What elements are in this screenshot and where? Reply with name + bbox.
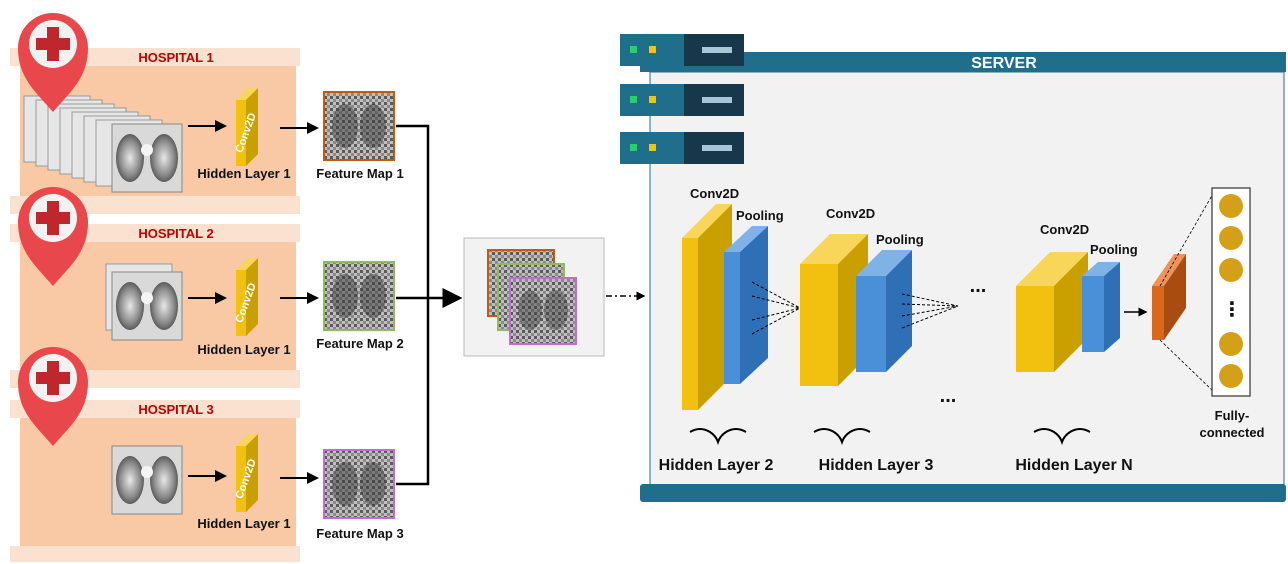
pool-layer-2 [724,252,740,384]
ct-scan-stack-3 [111,445,183,515]
hidden-layer-label-h3: Hidden Layer 1 [197,516,290,531]
ct-scan-stack-1 [23,95,183,193]
conv-layer-3 [800,264,838,386]
feature-map-label-1: Feature Map 1 [316,166,403,181]
feature-map-3 [323,449,395,519]
server-rack-icon [620,34,744,164]
conv-label-n: Conv2D [1040,222,1089,237]
conv2d-block-1: Conv2D [233,88,259,166]
aggregated-feature-maps [463,237,605,357]
brace-icon-3 [813,428,871,446]
server-block-hidden-layer-2: Conv2D Pooling Hidden Layer 2 [659,186,784,474]
hospital-1-title: HOSPITAL 1 [138,50,213,65]
fc-node [1219,258,1243,282]
conv-layer-n [1016,286,1054,372]
hospital-3-title: HOSPITAL 3 [138,402,213,417]
dashed-links-2 [901,293,959,329]
ellipsis-bottom: ... [940,385,957,407]
server-title-bar [640,52,1286,72]
pool-layer-3 [856,276,886,372]
server-block-hidden-layer-3: Conv2D Pooling Hidden Layer 3 [800,206,933,474]
flatten-layer [1152,254,1186,340]
pool-layer-n [1082,276,1104,352]
hospital-pin-icon-3 [18,347,88,446]
feature-map-label-3: Feature Map 3 [316,526,403,541]
dashed-links-1 [751,281,801,335]
feature-map-label-2: Feature Map 2 [316,336,403,351]
hidden-layer-label-3: Hidden Layer 3 [819,457,934,474]
aggregation-connectors [396,124,463,486]
ct-scan-stack-2 [105,263,183,341]
server-bottom-bar [640,484,1286,502]
hidden-layer-label-h2: Hidden Layer 1 [197,342,290,357]
pool-label-3: Pooling [876,232,924,247]
fully-connected-layer: ⋮ [1211,187,1251,397]
fc-node [1219,194,1243,218]
conv2d-block-2: Conv2D [233,258,259,336]
hospital-pin-icon-1 [18,13,88,112]
conv2d-block-3: Conv2D [233,434,259,512]
fc-node [1219,332,1243,356]
server-panel: SERVER [640,52,1286,502]
fc-node [1219,364,1243,388]
pool-label-2: Pooling [736,208,784,223]
conv-label-3: Conv2D [826,206,875,221]
fc-label-line2: connected [1199,425,1264,440]
conv-layer-2 [682,238,698,410]
server-title: SERVER [971,55,1037,72]
pool-label-n: Pooling [1090,242,1138,257]
conv-label-2: Conv2D [690,186,739,201]
server-block-hidden-layer-n: Conv2D Pooling Hidden Layer N [1015,222,1137,474]
hidden-layer-label-2: Hidden Layer 2 [659,457,774,474]
hidden-layer-label-h1: Hidden Layer 1 [197,166,290,181]
fc-label-line1: Fully- [1215,408,1250,423]
hospital-pin-icon-2 [18,187,88,286]
fc-vertical-ellipsis: ⋮ [1222,299,1242,321]
hospital-panel-3: HOSPITAL 3 Conv2D Hidden Layer 1 Feature… [10,347,404,562]
feature-map-1 [323,91,395,161]
hidden-layer-label-n: Hidden Layer N [1015,457,1132,474]
hospital-3-footer-strip [10,546,300,562]
fc-links [1159,191,1215,393]
brace-icon-n [1033,428,1091,446]
brace-icon-2 [689,428,747,446]
ellipsis-top: ... [970,275,987,297]
fc-node [1219,226,1243,250]
hospital-2-title: HOSPITAL 2 [138,226,213,241]
feature-map-2 [323,261,395,331]
hospital-panel-1: HOSPITAL 1 Conv2D Hidden Layer 1 [10,13,404,214]
